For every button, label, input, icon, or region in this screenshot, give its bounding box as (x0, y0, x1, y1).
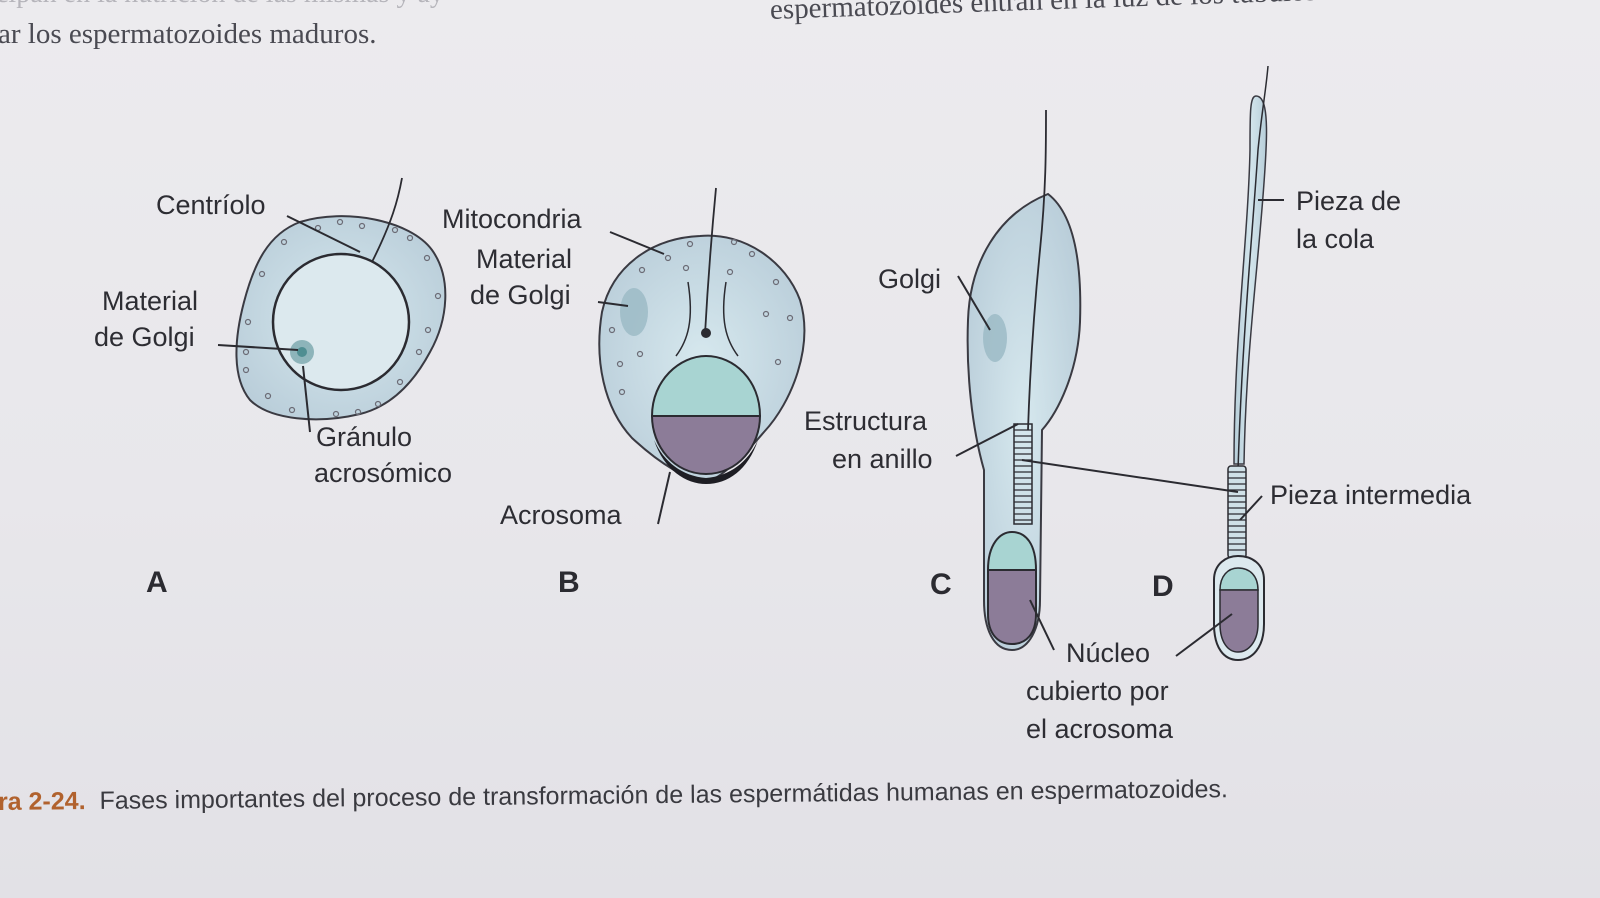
label-estructura-2: en anillo (832, 444, 933, 474)
nucleus-b (650, 415, 762, 476)
nucleus-d (1219, 589, 1259, 653)
leader-granulo (302, 365, 311, 433)
cell-c-body (966, 192, 1082, 652)
panel-letter-a: A (146, 566, 168, 599)
acrosome-b (654, 440, 758, 484)
leader-nucleo-d (1175, 613, 1233, 657)
cell-b: Mitocondria Material de Golgi Acrosoma B (442, 187, 806, 599)
acrosomal-granule-a (297, 347, 307, 357)
leader-mitocondria (609, 231, 665, 255)
panel-letter-c: C (930, 568, 952, 601)
nucleus-c (987, 569, 1037, 646)
axoneme-d (1237, 65, 1269, 471)
leader-pieza-intermedia (1239, 495, 1263, 521)
label-pieza-cola-1: Pieza de (1296, 186, 1401, 216)
figure-number: ra 2-24. (0, 787, 86, 816)
flagellum-b (704, 187, 717, 335)
cell-d: Pieza de la cola Pieza intermedia Núcleo… (1021, 65, 1472, 744)
label-golgi-c: Golgi (878, 264, 941, 294)
centriole-flagellum-a (371, 177, 403, 263)
page-text-left: ar los espermatozoides maduros. (0, 18, 377, 50)
label-material-b-2: de Golgi (470, 280, 571, 310)
leader-nucleo-c (1029, 599, 1055, 651)
nucleus-d-cap (1219, 567, 1259, 591)
leader-material-b (597, 301, 629, 307)
nucleus-c-cap (986, 530, 1038, 571)
golgi-c (983, 314, 1007, 362)
golgi-b (620, 288, 648, 336)
label-granulo-2: acrosómico (314, 458, 452, 488)
label-nucleo-2: cubierto por (1026, 676, 1169, 706)
leader-acrosoma (657, 471, 671, 525)
label-granulo-1: Gránulo (316, 422, 412, 452)
label-pieza-intermedia: Pieza intermedia (1270, 480, 1472, 510)
leader-intermedia-to-c (1021, 459, 1239, 493)
label-material-b-1: Material (476, 244, 572, 274)
label-material-a-2: de Golgi (94, 322, 195, 352)
label-nucleo-3: el acrosoma (1026, 714, 1174, 744)
cell-c: Golgi Estructura en anillo C (804, 109, 1082, 652)
cell-d-tail (1233, 95, 1268, 465)
label-mitocondria: Mitocondria (442, 204, 583, 234)
mitochondria-b (608, 238, 794, 396)
label-material-a-1: Material (102, 286, 198, 316)
label-pieza-cola-2: la cola (1296, 224, 1375, 254)
leader-material-a (217, 344, 299, 351)
label-nucleo-1: Núcleo (1066, 638, 1150, 668)
panel-letter-b: B (558, 566, 580, 599)
label-acrosoma: Acrosoma (500, 500, 623, 530)
leader-centriolo (286, 215, 361, 253)
nuclear-envelope-b (675, 281, 739, 357)
leader-anillo (955, 423, 1019, 457)
ring-lines-c (1014, 429, 1032, 521)
ring-lines-d (1228, 471, 1246, 551)
flagellum-c (1027, 109, 1047, 431)
label-estructura-1: Estructura (804, 406, 928, 436)
label-centriolo: Centríolo (156, 190, 266, 220)
nucleus-b-cap (650, 354, 762, 417)
page-text-faint: cipan en la nutrición de las mismas y ay (0, 0, 444, 10)
cell-a-nucleus (271, 252, 411, 392)
leader-golgi-c (957, 275, 991, 331)
midpiece-c (1013, 423, 1033, 525)
mitochondria-a (242, 218, 442, 418)
cell-a: Centríolo Material de Golgi Gránulo acro… (94, 177, 452, 599)
panel-letter-d: D (1152, 570, 1174, 603)
centriole-b (701, 328, 711, 338)
